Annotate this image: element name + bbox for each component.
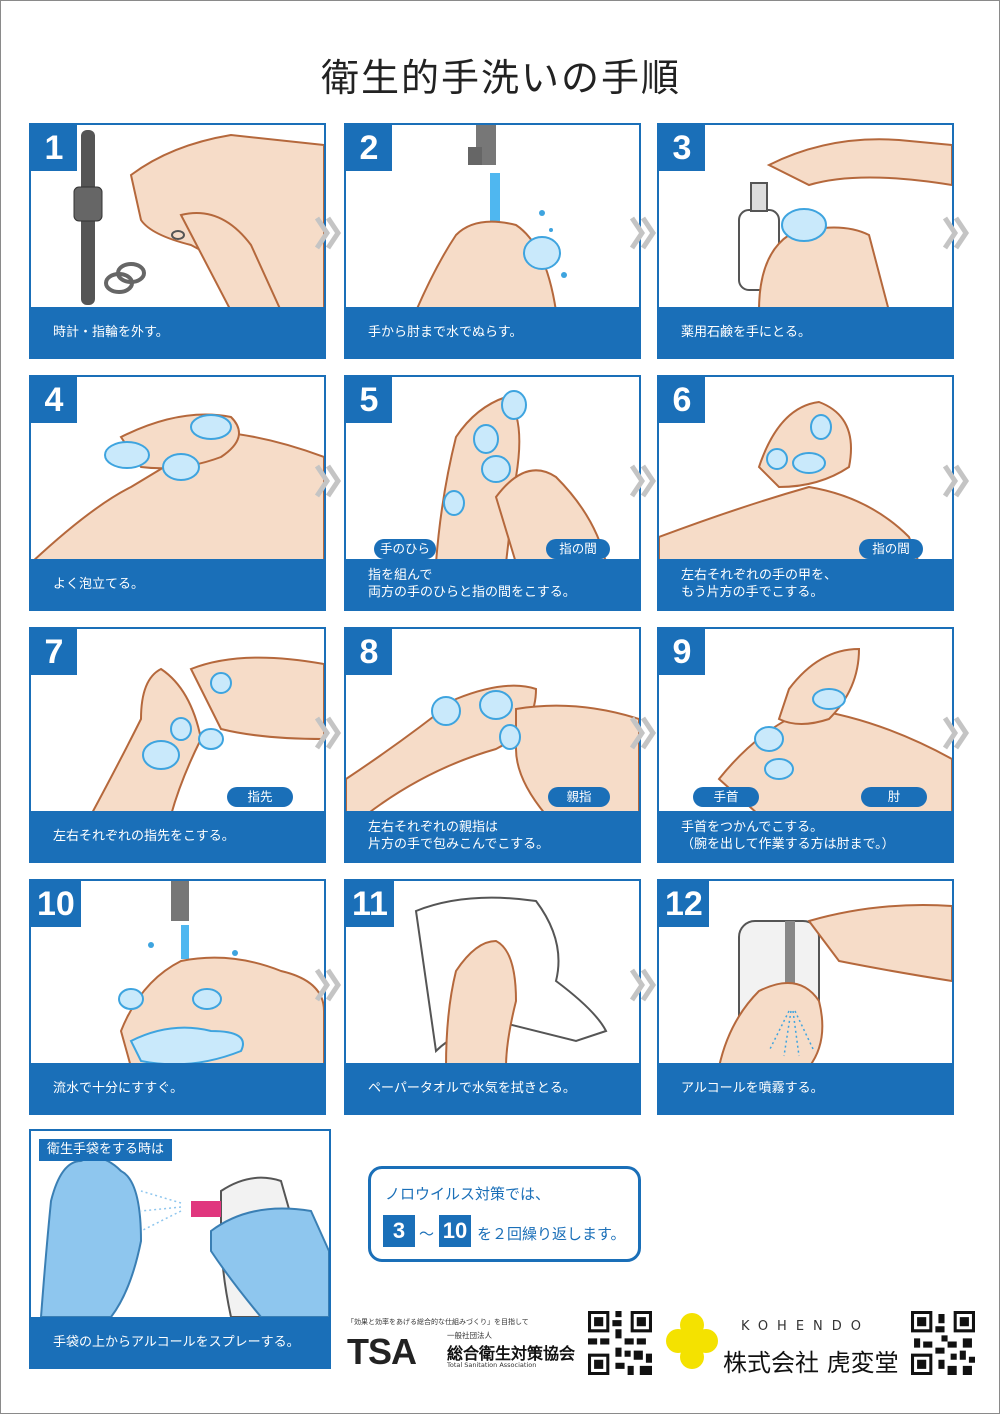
step-card-2: 2 手から肘まで水でぬらす。 bbox=[344, 123, 641, 359]
label-thumb: 親指 bbox=[548, 787, 610, 807]
chevron-right-icon bbox=[314, 968, 342, 1002]
qr-code-icon bbox=[911, 1311, 975, 1375]
step-card-10: 10 流水で十分にすすぐ。 bbox=[29, 879, 326, 1115]
kohendo-english-name: KOHENDO bbox=[741, 1319, 871, 1334]
illustration-lather bbox=[31, 413, 324, 563]
label-palm: 手のひら bbox=[374, 539, 436, 559]
step-caption: 薬用石鹸を手にとる。 bbox=[659, 307, 952, 357]
step-number: 11 bbox=[346, 881, 394, 927]
step-number: 2 bbox=[346, 125, 392, 171]
norovirus-note: ノロウイルス対策では、 3 ～ 10 を２回繰り返します。 bbox=[368, 1166, 641, 1262]
step-number: 6 bbox=[659, 377, 705, 423]
norovirus-line1: ノロウイルス対策では、 bbox=[385, 1185, 551, 1203]
glove-card: 衛生手袋をする時は 手袋の上からアルコールをスプレーする。 bbox=[29, 1129, 331, 1369]
chevron-right-icon bbox=[629, 216, 657, 250]
tsa-org-type: 一般社団法人 bbox=[447, 1331, 492, 1340]
illustration-thumbs bbox=[346, 684, 639, 815]
step-card-11: 11 ペーパータオルで水気を拭きとる。 bbox=[344, 879, 641, 1115]
step-number: 3 bbox=[659, 125, 705, 171]
step-number: 9 bbox=[659, 629, 705, 675]
illustration-alcohol-spray bbox=[717, 904, 952, 1067]
label-wrist: 手首 bbox=[693, 787, 759, 807]
step-caption: 手から肘まで水でぬらす。 bbox=[346, 307, 639, 357]
step-caption: よく泡立てる。 bbox=[31, 559, 324, 609]
label-between-fingers: 指の間 bbox=[859, 539, 923, 559]
norovirus-repeat-text: を２回繰り返します。 bbox=[477, 1225, 626, 1243]
label-between-fingers: 指の間 bbox=[546, 539, 610, 559]
step-card-6: 6 指の間 左右それぞれの手の甲を、 もう片方の手でこする。 bbox=[657, 375, 954, 611]
chevron-right-icon bbox=[629, 968, 657, 1002]
step-caption: ペーパータオルで水気を拭きとる。 bbox=[346, 1063, 639, 1113]
tsa-logo: TSA bbox=[347, 1331, 417, 1372]
step-card-8: 8 親指 左右それぞれの親指は 片方の手で包みこんでこする。 bbox=[344, 627, 641, 863]
label-fingertips: 指先 bbox=[227, 787, 293, 807]
step-number: 7 bbox=[31, 629, 77, 675]
step-caption: アルコールを噴霧する。 bbox=[659, 1063, 952, 1113]
label-elbow: 肘 bbox=[861, 787, 927, 807]
illustration-wet-hands bbox=[414, 125, 567, 311]
step-card-7: 7 指先 左右それぞれの指先をこする。 bbox=[29, 627, 326, 863]
tsa-name: 総合衛生対策協会 bbox=[447, 1344, 576, 1363]
step-number: 5 bbox=[346, 377, 392, 423]
step-caption: 手首をつかんでこする。 （腕を出して作業する方は肘まで。） bbox=[659, 811, 952, 861]
step-number: 4 bbox=[31, 377, 77, 423]
step-caption: 流水で十分にすすぐ。 bbox=[31, 1063, 324, 1113]
illustration-paper-towel bbox=[414, 896, 608, 1067]
chevron-right-icon bbox=[942, 716, 970, 750]
step-card-12: 12 アルコールを噴霧する。 bbox=[657, 879, 954, 1115]
page-title: 衛生的手洗いの手順 bbox=[320, 56, 681, 100]
chevron-right-icon bbox=[629, 716, 657, 750]
qr-code-icon bbox=[588, 1311, 652, 1375]
chevron-right-icon bbox=[942, 464, 970, 498]
step-card-9: 9 手首 肘 手首をつかんでこする。 （腕を出して作業する方は肘まで。） bbox=[657, 627, 954, 863]
illustration-back-of-hand bbox=[659, 400, 921, 563]
step-card-5: 5 手のひら 指の間 指を組んで 両方の手のひらと指の間をこする。 bbox=[344, 375, 641, 611]
norovirus-tilde: ～ bbox=[419, 1225, 435, 1243]
chevron-right-icon bbox=[942, 216, 970, 250]
chevron-right-icon bbox=[314, 216, 342, 250]
illustration-glove-spray bbox=[39, 1156, 329, 1317]
glove-tag: 衛生手袋をする時は bbox=[39, 1139, 173, 1161]
step-caption: 左右それぞれの手の甲を、 もう片方の手でこする。 bbox=[659, 559, 952, 609]
step-caption: 左右それぞれの親指は 片方の手で包みこんでこする。 bbox=[346, 811, 639, 861]
step-card-3: 3 薬用石鹸を手にとる。 bbox=[657, 123, 954, 359]
illustration-fingertips bbox=[89, 656, 324, 815]
step-number: 12 bbox=[659, 881, 709, 927]
illustration-take-soap bbox=[738, 138, 952, 311]
norovirus-step-to: 10 bbox=[439, 1215, 471, 1247]
step-card-1: 1 時計・指輪を外す。 bbox=[29, 123, 326, 359]
kohendo-company-name: 株式会社 虎変堂 bbox=[723, 1349, 899, 1377]
step-caption: 指を組んで 両方の手のひらと指の間をこする。 bbox=[346, 559, 639, 609]
chevron-right-icon bbox=[314, 716, 342, 750]
tsa-tagline: 「効果と効率をあげる総合的な仕組みづくり」を目指して bbox=[347, 1318, 529, 1326]
norovirus-step-from: 3 bbox=[383, 1215, 415, 1247]
step-caption: 時計・指輪を外す。 bbox=[31, 307, 324, 357]
step-number: 10 bbox=[31, 881, 81, 927]
chevron-right-icon bbox=[629, 464, 657, 498]
illustration-rinse bbox=[118, 881, 324, 1067]
step-caption: 左右それぞれの指先をこする。 bbox=[31, 811, 324, 861]
step-card-4: 4 よく泡立てる。 bbox=[29, 375, 326, 611]
glove-caption: 手袋の上からアルコールをスプレーする。 bbox=[31, 1317, 329, 1367]
step-number: 8 bbox=[346, 629, 392, 675]
tsa-english-name: Total Sanitation Association bbox=[447, 1361, 537, 1369]
step-number: 1 bbox=[31, 125, 77, 171]
chevron-right-icon bbox=[314, 464, 342, 498]
illustration-remove-watch-ring bbox=[73, 130, 324, 311]
kohendo-logo-icon bbox=[666, 1313, 718, 1369]
